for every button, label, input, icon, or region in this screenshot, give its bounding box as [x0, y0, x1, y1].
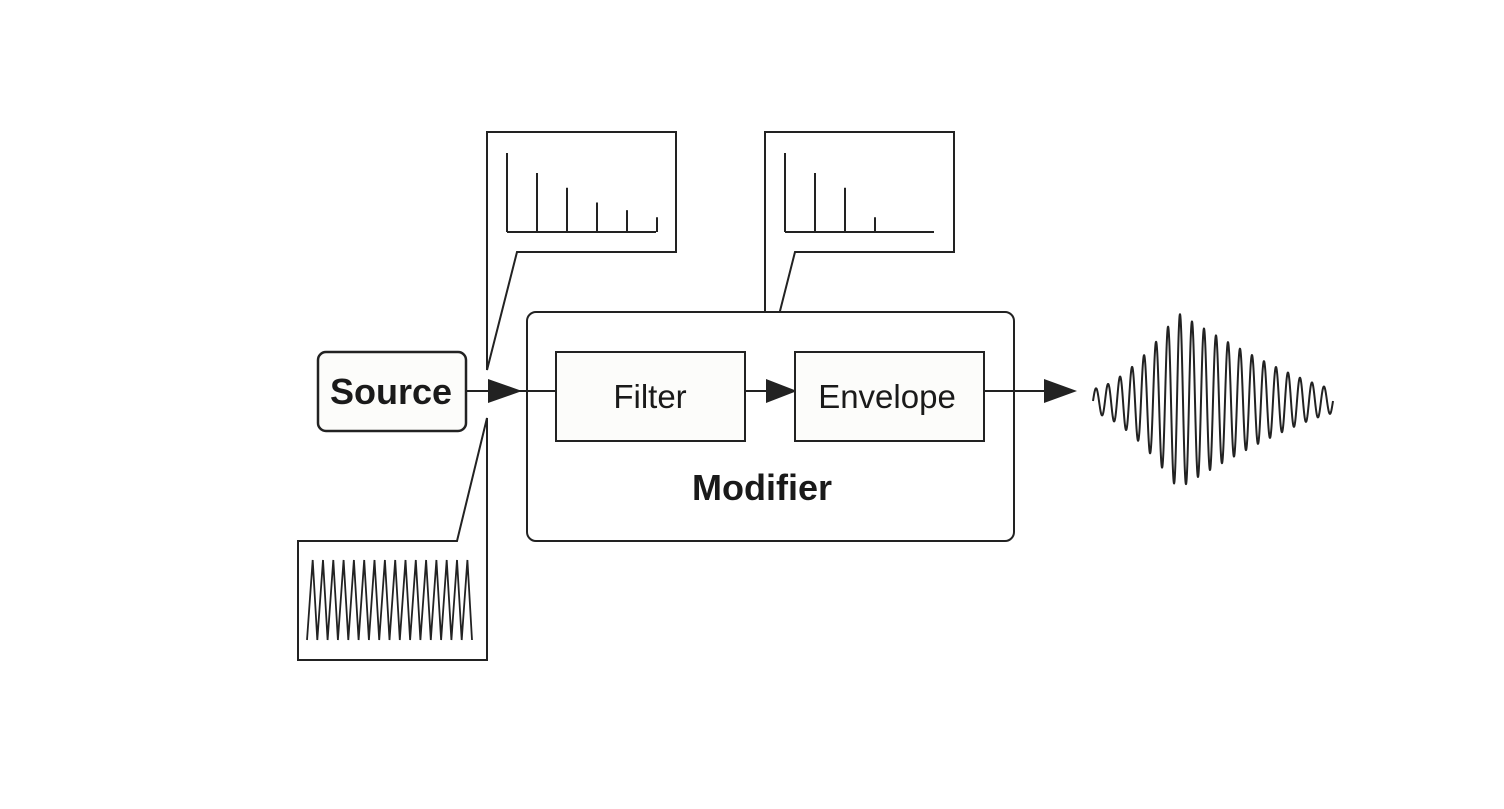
source-waveform-callout	[297, 417, 488, 661]
source-spectrum-callout	[486, 131, 677, 371]
filter-box	[555, 351, 746, 442]
source-label: Source	[330, 371, 452, 412]
source-box	[316, 350, 468, 433]
sawtooth-waveform	[306, 559, 473, 641]
source-node: Source	[316, 350, 468, 433]
source-to-filter-arrow	[488, 379, 522, 403]
envelope-box	[794, 351, 985, 442]
filter-node: Filter	[555, 351, 746, 442]
envelope-to-output-arrow	[1044, 379, 1077, 403]
source-spectrum-plot	[506, 153, 658, 233]
filtered-spectrum-callout	[764, 131, 955, 371]
signal-path	[466, 379, 1077, 403]
output-waveform	[1092, 313, 1334, 486]
filtered-spectrum-plot	[784, 153, 934, 233]
filter-to-envelope-arrow	[766, 379, 797, 403]
envelope-node: Envelope	[794, 351, 985, 442]
modifier-label: Modifier	[692, 467, 832, 508]
filter-label: Filter	[613, 378, 686, 415]
envelope-label: Envelope	[818, 378, 956, 415]
source-spectrum-callout-frame	[486, 131, 677, 371]
